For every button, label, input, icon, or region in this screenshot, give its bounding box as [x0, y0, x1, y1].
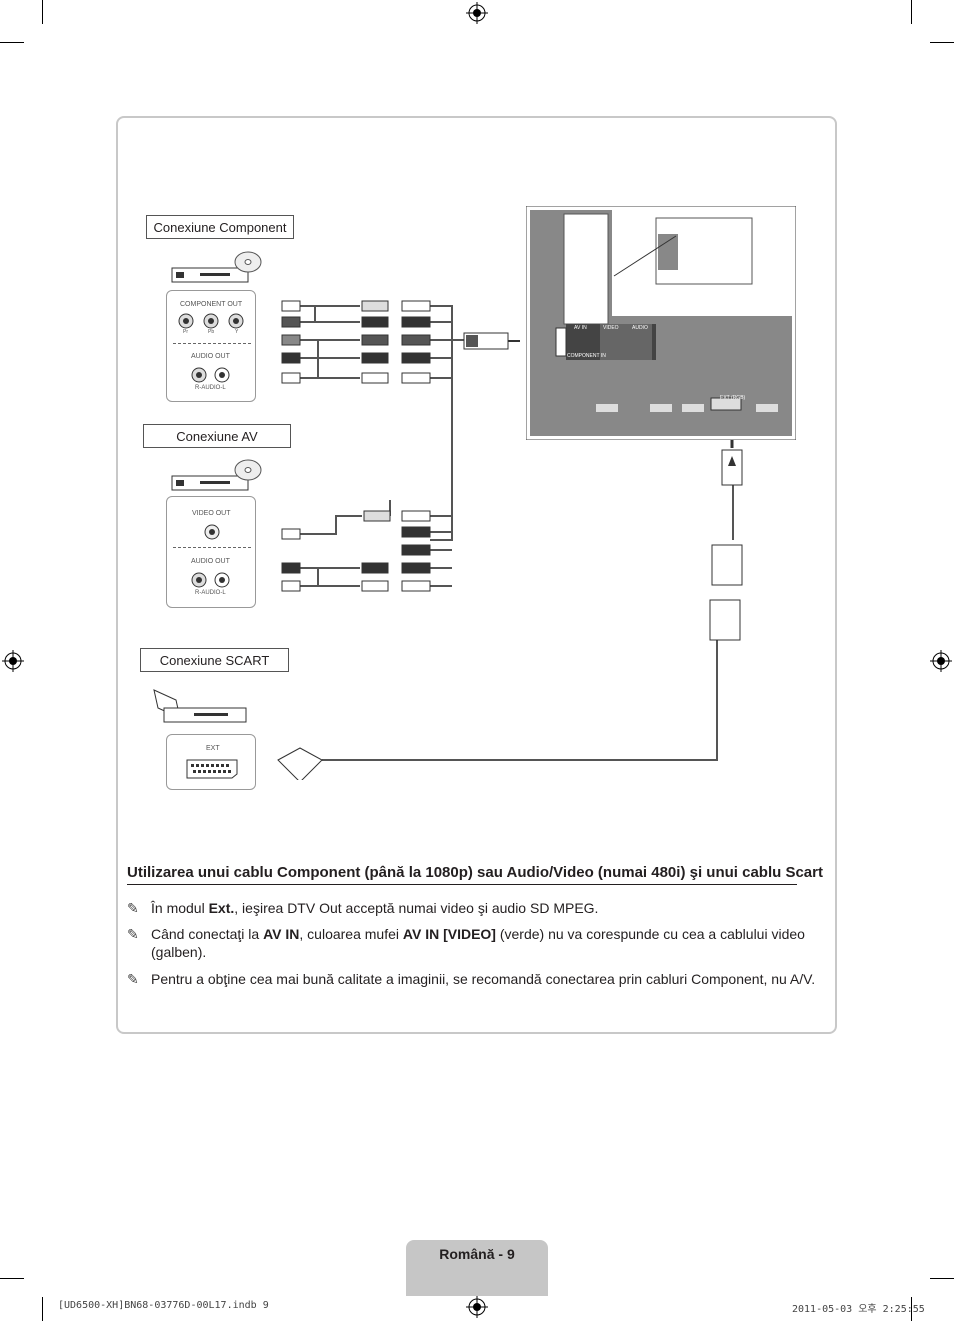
- dvd-player-icon: [171, 251, 262, 283]
- set-top-box-icon: [153, 689, 247, 723]
- registration-mark-icon: [930, 650, 952, 672]
- note-text-bold: AV IN [VIDEO]: [402, 926, 496, 942]
- note-text: Pentru a obţine cea mai bună calitate a …: [151, 971, 816, 987]
- video-out-label: VIDEO OUT: [192, 510, 231, 517]
- tv-av-in-label: AV IN: [574, 325, 587, 331]
- panel-divider: [173, 547, 251, 548]
- pencil-note-icon: ✎: [127, 971, 139, 987]
- crop-mark: [930, 1278, 954, 1279]
- component-out-panel: COMPONENT OUT Pr Pb Y AUDIO OUT R-AUDIO-…: [166, 290, 256, 402]
- footer-timestamp: 2011-05-03 오후 2:25:55: [792, 1304, 925, 1315]
- label-scart-connection: Conexiune SCART: [140, 648, 289, 672]
- note-text-part: , culoarea mufei: [299, 926, 403, 942]
- note-item: ✎ Pentru a obţine cea mai bună calitate …: [127, 970, 827, 1006]
- pr-label: Pr: [183, 329, 188, 335]
- note-item: ✎ Când conectaţi la AV IN, culoarea mufe…: [127, 925, 827, 961]
- tv-ext-rgb-label: EXT (RGB): [720, 395, 746, 401]
- rca-jack-icon: [178, 313, 244, 329]
- tv-video-label: VIDEO: [603, 325, 619, 331]
- rca-jack-icon: [204, 524, 220, 540]
- pencil-note-icon: ✎: [127, 926, 139, 942]
- note-text-part: Când conectaţi la: [151, 926, 264, 942]
- rca-jack-icon: [191, 572, 230, 588]
- rca-jack-icon: [191, 367, 230, 383]
- pb-label: Pb: [208, 329, 215, 335]
- crop-mark: [0, 1278, 24, 1279]
- av-out-panel: VIDEO OUT AUDIO OUT R-AUDIO-L: [166, 496, 256, 608]
- panel-divider: [173, 343, 251, 344]
- crop-mark: [42, 1297, 43, 1321]
- crop-mark: [911, 0, 912, 24]
- note-text: În modul Ext., ieşirea DTV Out acceptă n…: [151, 899, 823, 917]
- audio-out-label: AUDIO OUT: [191, 353, 230, 360]
- tv-component-in-label: COMPONENT IN: [567, 353, 606, 359]
- y-label: Y: [235, 329, 239, 335]
- page-number-tab: Română - 9: [406, 1240, 548, 1296]
- audio-out-label: AUDIO OUT: [191, 558, 230, 565]
- tv-audio-label: AUDIO: [632, 325, 648, 331]
- registration-mark-icon: [466, 2, 488, 24]
- dvd-player-icon: [171, 459, 262, 491]
- content-frame: [116, 116, 837, 1034]
- note-text-part: (verde) nu va corespunde cu cea a cablul…: [151, 926, 805, 960]
- page-number-label: Română - 9: [439, 1246, 515, 1262]
- registration-mark-icon: [466, 1296, 488, 1318]
- r-audio-l-label: R-AUDIO-L: [195, 590, 226, 596]
- component-out-label: COMPONENT OUT: [180, 301, 243, 308]
- r-audio-l-label: R-AUDIO-L: [195, 385, 226, 391]
- pencil-note-icon: ✎: [127, 900, 139, 916]
- scart-port-icon: [186, 759, 238, 779]
- registration-mark-icon: [2, 650, 24, 672]
- section-heading: Utilizarea unui cablu Component (până la…: [127, 864, 823, 885]
- crop-mark: [42, 0, 43, 24]
- crop-mark: [0, 42, 24, 43]
- ext-label: EXT: [206, 745, 220, 752]
- tv-back-panel: [526, 206, 796, 440]
- scart-out-panel: EXT: [166, 734, 256, 790]
- footer-file-info: [UD6500-XH]BN68-03776D-00L17.indb 9: [58, 1300, 269, 1311]
- note-text-bold: Ext.: [208, 900, 235, 916]
- note-text: Când conectaţi la AV IN, culoarea mufei …: [151, 925, 823, 961]
- crop-mark: [930, 42, 954, 43]
- note-text-part: , ieşirea DTV Out acceptă numai video şi…: [234, 900, 599, 916]
- crop-mark: [911, 1297, 912, 1321]
- label-av-connection: Conexiune AV: [143, 424, 291, 448]
- note-text-part: În modul: [151, 900, 209, 916]
- label-component-connection: Conexiune Component: [146, 215, 294, 239]
- note-item: ✎ În modul Ext., ieşirea DTV Out acceptă…: [127, 899, 827, 917]
- note-text-bold: AV IN: [263, 926, 300, 942]
